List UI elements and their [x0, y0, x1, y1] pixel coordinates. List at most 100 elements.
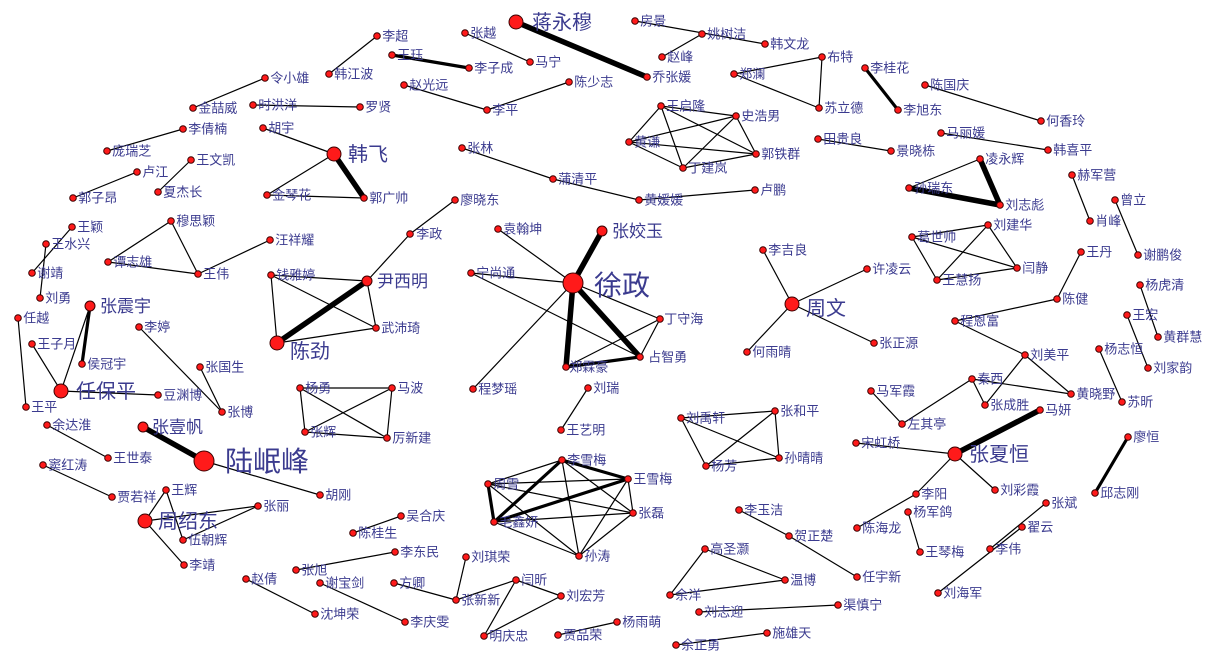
edge-zhangheping-yangfang: [705, 410, 776, 467]
edge-zhouwu-wangxuemei: [487, 478, 629, 485]
node-wangping: [22, 403, 30, 411]
label-liuhaijun: 刘海军: [943, 587, 982, 602]
edge-wanghuiyang-yanjing: [936, 267, 1018, 281]
node-tiangui: [814, 135, 822, 143]
label-houguanyu: 侯冠宇: [87, 358, 126, 373]
node-dingjianlan: [679, 164, 687, 172]
label-xuzheng: 徐政: [594, 269, 650, 302]
label-mingqingzhong: 明庆忠: [489, 630, 528, 645]
label-mayan: 马妍: [1045, 404, 1071, 419]
node-chengmengyao: [469, 385, 477, 393]
node-zhenglinhao: [562, 363, 570, 371]
edge-maoxinyan-suntao: [493, 521, 580, 557]
edge-liujianhua-wanghuiyang: [936, 224, 989, 281]
edge-xuzheng-ningshangtong: [470, 272, 574, 284]
edge-liumeiping-huangxiaoye: [1024, 354, 1072, 395]
edge-liuhongfang-mingqingzhong: [483, 595, 562, 637]
label-douhongtao: 窦红涛: [48, 458, 87, 474]
node-liuhongfang: [557, 592, 565, 600]
label-fangjing: 房景: [640, 14, 666, 30]
label-chenguoqing: 陈国庆: [930, 78, 969, 94]
edge-maliyuan-hanxiping: [940, 132, 1049, 151]
label-qianyating: 钱雅婷: [276, 268, 315, 284]
edge-dingshouhai-zhenglinhao: [565, 318, 661, 368]
node-zhaoguangyuan: [400, 81, 408, 89]
node-liumeiping: [1021, 351, 1029, 359]
node-sunruidong: [905, 184, 913, 192]
label-hexiangling: 何香玲: [1046, 114, 1085, 130]
node-suntao: [575, 552, 583, 560]
node-wangziyue: [28, 340, 36, 348]
edge-zhangheping-sunqingqing: [774, 410, 780, 459]
node-zhanzhiyong: [636, 353, 644, 361]
label-tiangui: 田贵良: [823, 132, 862, 148]
edge-wangxuemei-maoxinyan: [492, 477, 630, 524]
labels-layer: 徐政陆岷峰蒋永穆韩飞尹西明陈劲张姣玉周文张夏恒任保平周绍东张震宇张壹帆郑霖豪占智…: [23, 10, 1202, 653]
node-zhaoqian: [242, 575, 250, 583]
edge-lidongmin-zhangdan: [295, 551, 396, 571]
node-jiaruoxiang: [108, 493, 116, 501]
node-zhanghui: [301, 428, 309, 436]
label-dingshouhai: 丁守海: [664, 313, 703, 328]
edge-lixuemei-zhouwu: [487, 459, 563, 485]
label-renyue: 任越: [23, 312, 49, 327]
node-fangqing: [390, 579, 398, 587]
label-heyuqing: 何雨晴: [752, 345, 791, 361]
edge-zhenglinhao-zhanzhiyong: [564, 355, 642, 369]
label-liyujie: 李玉洁: [744, 504, 783, 519]
edge-yangfang-sunqingqing: [705, 457, 780, 467]
edge-yuzhengyong-shixiongtian: [675, 632, 768, 646]
label-xulingyun: 许凌云: [872, 263, 911, 278]
edge-liqianjun-pangruizhi: [106, 128, 184, 152]
edge-renbaoping-douyuanbo: [60, 390, 159, 396]
label-sunruidong: 孙瑞东: [914, 182, 953, 197]
edge-wangjue-lizicheng: [390, 53, 471, 70]
edge-zhouwen-xulingyun: [791, 268, 868, 305]
node-zuoqiyuan: [898, 420, 906, 428]
label-wangziyue: 王子月: [37, 338, 76, 353]
label-zhaofeng: 赵峰: [667, 51, 693, 66]
node-majunxia: [867, 387, 875, 395]
edge-wangdan-chenjian: [1056, 251, 1082, 300]
edge-yuyang-wenbo: [669, 579, 786, 596]
label-tanzhixiong: 谭志雄: [113, 256, 152, 271]
edge-wangxuemei-suntao: [578, 478, 629, 557]
edge-liuhongfang-yanxin: [515, 579, 562, 597]
label-ningshangtong: 宁尚通: [476, 266, 515, 282]
label-yanxin: 闫昕: [521, 574, 547, 589]
node-hanjiangbo: [325, 70, 333, 78]
label-yudazhun: 余达淮: [52, 418, 91, 434]
edge-majunxia-zuoqiyuan: [870, 390, 903, 425]
node-zhangyifan: [137, 421, 149, 433]
node-zhangdan: [292, 566, 300, 574]
node-yinximing: [361, 275, 373, 287]
label-muenying: 穆思颖: [176, 215, 215, 230]
edge-zhangxiaheng-liucaixia: [954, 453, 996, 491]
edge-wuheqing-chenguisheng: [352, 515, 402, 534]
node-zhangbin: [1042, 499, 1050, 507]
label-zhangyue: 张越: [470, 27, 496, 42]
node-yangzhiheng: [1095, 345, 1103, 353]
label-chengenfu: 程恩富: [960, 314, 999, 330]
label-zhangjiaoyu: 张姣玉: [612, 222, 663, 242]
label-suntao: 孙涛: [584, 549, 610, 565]
node-wuchaohui: [179, 536, 187, 544]
node-yuzhengyong: [672, 641, 680, 649]
edge-zhangguosheng-zhangbo: [199, 366, 223, 413]
node-zhangheping: [771, 407, 779, 415]
edge-qinxi-huangxiaoye: [971, 378, 1072, 395]
edge-sunruidong-liuzhibiao: [906, 185, 1003, 208]
node-zhanglei: [629, 509, 637, 517]
label-pangruizhi: 庞瑞芝: [112, 144, 151, 160]
label-guoziang: 郭子昂: [78, 191, 117, 207]
edge-wangqilong-huangqian: [628, 105, 662, 143]
label-jinzhewei: 金喆威: [198, 101, 237, 117]
edge-douhongtao-jiaruoxiang: [42, 464, 113, 498]
label-zhangheping: 张和平: [780, 405, 819, 420]
node-huangyuanyuan: [635, 196, 643, 204]
edge-zhaiyun-liuhaijun: [937, 526, 1023, 594]
node-wangshuixing: [42, 240, 50, 248]
label-zhaoqian: 赵倩: [251, 573, 277, 588]
node-qiaozhangyuan: [643, 73, 651, 81]
node-chenjin: [269, 335, 285, 351]
